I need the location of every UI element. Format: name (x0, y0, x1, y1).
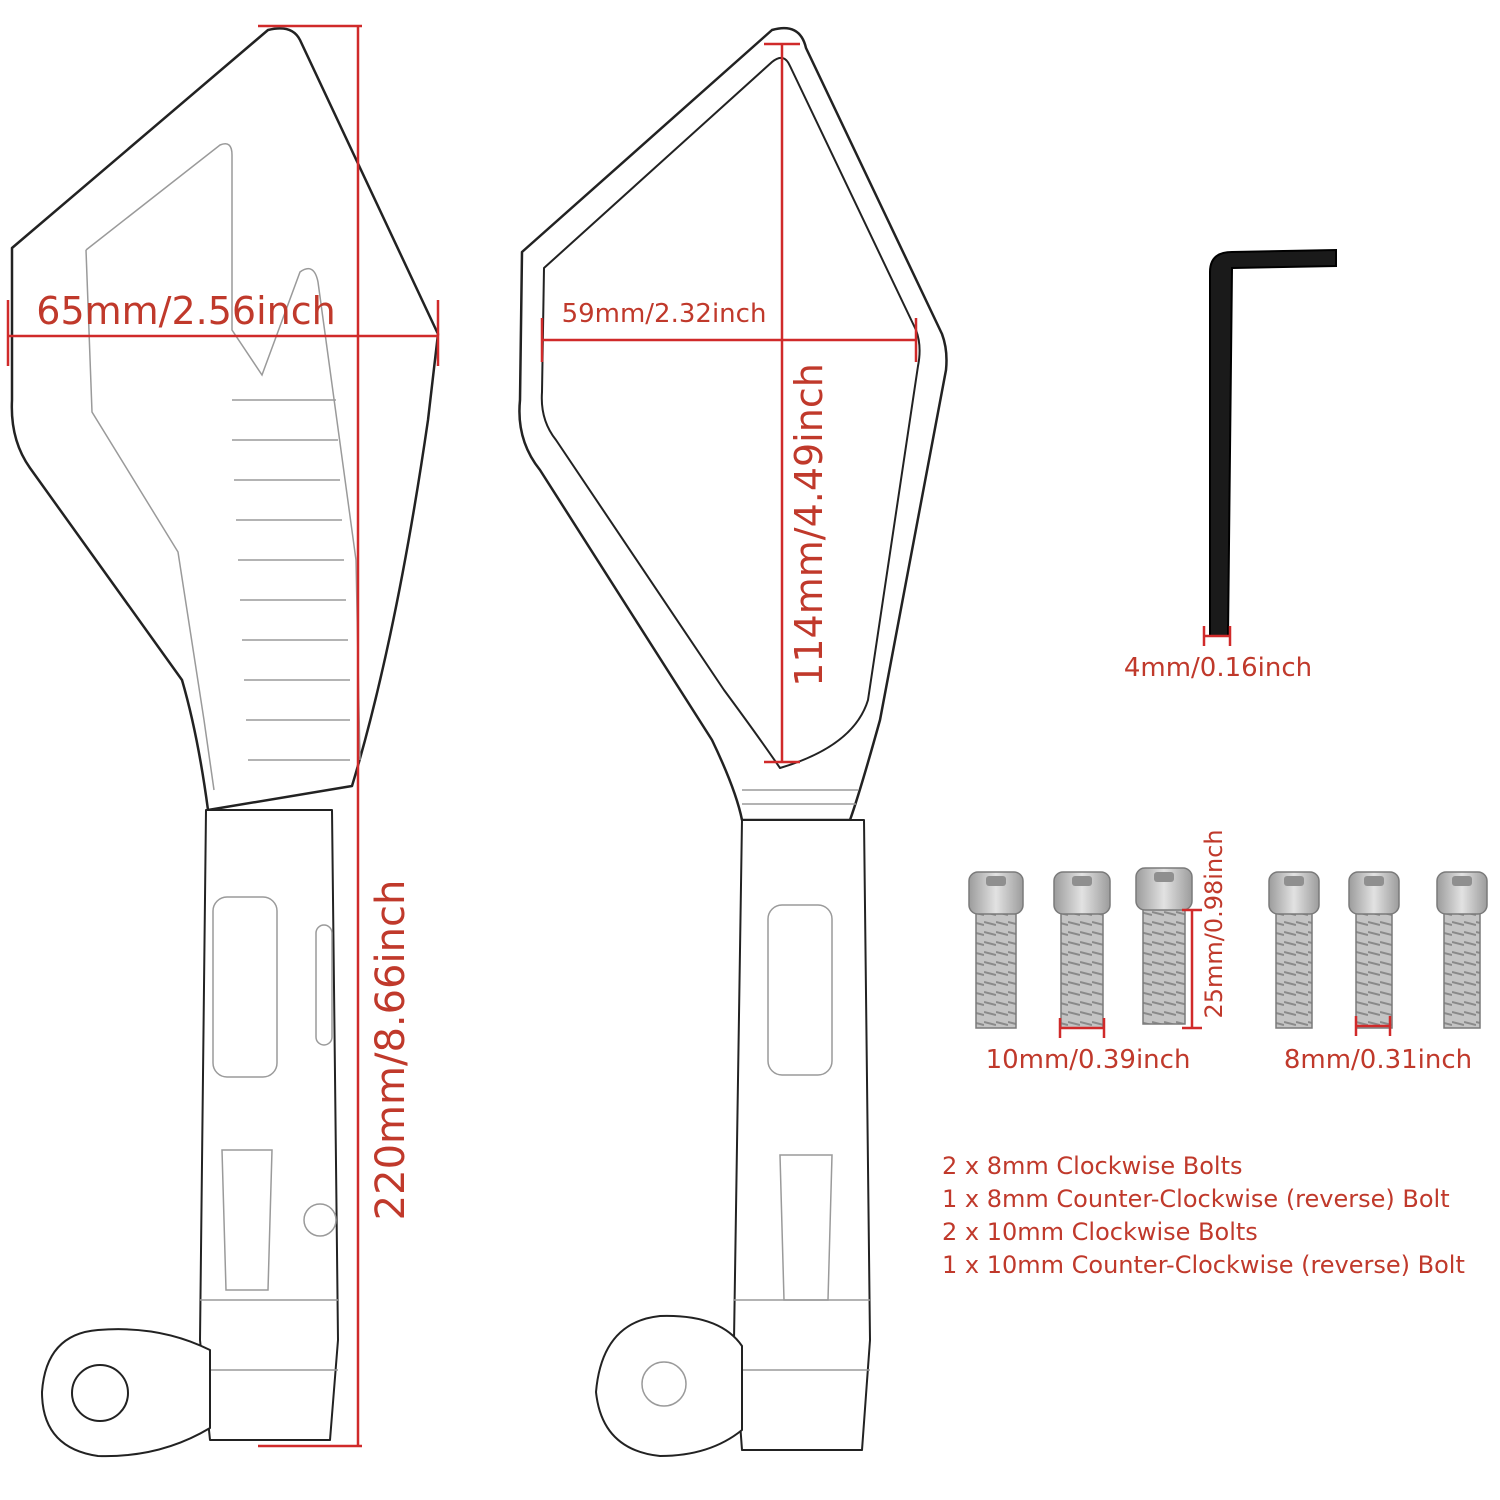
bolt-icon (968, 871, 1024, 1029)
bolt-head (1135, 867, 1193, 911)
bolt-length-label: 25mm/0.98inch (1200, 829, 1228, 1018)
left-mirror-stem (199, 809, 339, 1441)
left-width-label: 65mm/2.56inch (36, 289, 335, 333)
left-mirror-mount-hole (71, 1364, 129, 1422)
bolt-head (1053, 871, 1111, 915)
left-mirror-head-outline (10, 27, 440, 812)
left-mirror-screw-icon (303, 1203, 337, 1237)
bolt-list-item: 1 x 10mm Counter-Clockwise (reverse) Bol… (942, 1251, 1465, 1279)
right-mirror-neck-ribs (742, 789, 858, 805)
bolt-socket (1452, 876, 1472, 886)
large-bolt-diameter-dimension: 10mm/0.39inch (986, 1018, 1191, 1075)
right-height-label: 114mm/4.49inch (787, 363, 831, 687)
bolt-list: 2 x 8mm Clockwise Bolts 1 x 8mm Counter-… (942, 1152, 1465, 1279)
bolt-icon (1135, 867, 1193, 1025)
bolt-head (1436, 871, 1488, 915)
bolt-icon (1348, 871, 1400, 1029)
large-bolt-diameter-label: 10mm/0.39inch (986, 1045, 1191, 1075)
bolt-thread (975, 911, 1017, 1029)
right-mirror-mount-cap (595, 1314, 743, 1457)
small-bolt-diameter-dimension: 8mm/0.31inch (1284, 1016, 1472, 1075)
bolt-icon (1436, 871, 1488, 1029)
left-mirror-inner-chevron (85, 143, 361, 761)
bolt-socket (1072, 876, 1092, 886)
bolt-socket (1284, 876, 1304, 886)
left-width-dimension: 65mm/2.56inch (6, 289, 440, 366)
right-mirror (518, 26, 948, 1457)
right-width-label: 59mm/2.32inch (562, 299, 767, 329)
left-height-label: 220mm/8.66inch (368, 880, 414, 1221)
bolt-thread (1443, 911, 1481, 1029)
left-height-dimension: 220mm/8.66inch (258, 24, 414, 1448)
bolt-thread (1060, 911, 1104, 1029)
right-mirror-stem (733, 819, 871, 1451)
left-mirror-stem-slot (212, 896, 278, 1078)
bolt-list-item: 1 x 8mm Counter-Clockwise (reverse) Bolt (942, 1185, 1450, 1213)
hex-key-icon: 4mm/0.16inch (1124, 248, 1337, 683)
bolt-list-item: 2 x 10mm Clockwise Bolts (942, 1218, 1258, 1246)
left-mirror-hinge (221, 1149, 273, 1291)
bolt-thread (1275, 911, 1313, 1029)
bolt-socket (986, 876, 1006, 886)
left-mirror-inner-contour (85, 249, 215, 791)
bolt-head (968, 871, 1024, 915)
bolt-length-dimension: 25mm/0.98inch (1182, 829, 1228, 1030)
bolt-thread (1355, 911, 1393, 1029)
bolt-socket (1154, 872, 1174, 882)
bolt-head (1268, 871, 1320, 915)
right-mirror-stem-slot (767, 904, 833, 1076)
bolt-icon (1268, 871, 1320, 1029)
left-mirror-ribs (232, 399, 350, 761)
bolt-list-item: 2 x 8mm Clockwise Bolts (942, 1152, 1243, 1180)
bolt-icon (1053, 871, 1111, 1029)
small-bolt-diameter-label: 8mm/0.31inch (1284, 1045, 1472, 1075)
right-mirror-glass (540, 56, 921, 769)
bolt-set (968, 867, 1488, 1029)
left-mirror (10, 27, 440, 1458)
left-mirror-stem-groove (315, 924, 333, 1046)
bolt-head (1348, 871, 1400, 915)
right-mirror-cap-emblem (641, 1361, 687, 1407)
wrench-size-label: 4mm/0.16inch (1124, 653, 1312, 683)
right-width-dimension: 59mm/2.32inch (540, 299, 918, 362)
bolt-thread (1142, 907, 1186, 1025)
bolt-socket (1364, 876, 1384, 886)
right-height-dimension: 114mm/4.49inch (764, 42, 831, 764)
